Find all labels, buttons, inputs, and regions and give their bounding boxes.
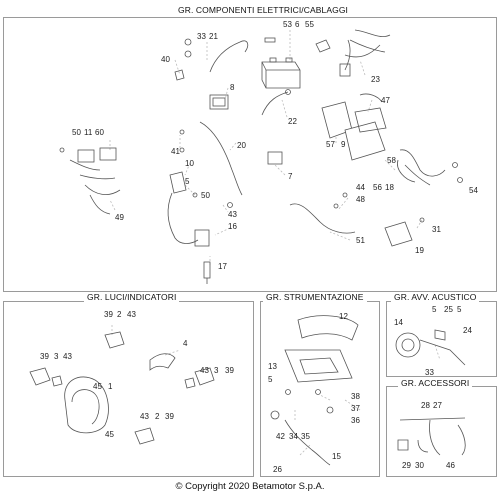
callout-55: 55 xyxy=(305,20,314,29)
title-lights: GR. LUCI/INDICATORI xyxy=(84,292,180,302)
callout-38: 38 xyxy=(351,392,360,401)
callout-56: 56 xyxy=(373,183,382,192)
callout-28: 28 xyxy=(421,401,430,410)
title-instruments: GR. STRUMENTAZIONE xyxy=(263,292,367,302)
callout-53: 53 xyxy=(283,20,292,29)
callout-50a: 50 xyxy=(72,128,81,137)
callout-27: 27 xyxy=(433,401,442,410)
callout-45b: 45 xyxy=(105,430,114,439)
callout-8: 8 xyxy=(230,83,235,92)
callout-46: 46 xyxy=(446,461,455,470)
callout-5a: 5 xyxy=(185,177,190,186)
callout-21: 21 xyxy=(209,32,218,41)
callout-5b: 5 xyxy=(432,305,437,314)
callout-39b: 39 xyxy=(40,352,49,361)
callout-45a: 45 xyxy=(93,382,102,391)
callout-4: 4 xyxy=(183,339,188,348)
callout-33b: 33 xyxy=(425,368,434,377)
callout-54: 54 xyxy=(469,186,478,195)
callout-51: 51 xyxy=(356,236,365,245)
callout-9: 9 xyxy=(341,140,346,149)
callout-2b: 2 xyxy=(155,412,160,421)
title-components: GR. COMPONENTI ELETTRICI/CABLAGGI xyxy=(175,5,352,15)
callout-23: 23 xyxy=(371,75,380,84)
callout-43a: 43 xyxy=(228,210,237,219)
callout-43c: 43 xyxy=(63,352,72,361)
callout-3b: 3 xyxy=(214,366,219,375)
panel-components xyxy=(3,17,497,292)
callout-58: 58 xyxy=(387,156,396,165)
callout-15: 15 xyxy=(332,452,341,461)
callout-29: 29 xyxy=(402,461,411,470)
callout-24: 24 xyxy=(463,326,472,335)
callout-47: 47 xyxy=(381,96,390,105)
callout-41: 41 xyxy=(171,147,180,156)
callout-33: 33 xyxy=(197,32,206,41)
title-horn: GR. AVV. ACUSTICO xyxy=(391,292,480,302)
callout-20: 20 xyxy=(237,141,246,150)
callout-48: 48 xyxy=(356,195,365,204)
callout-25: 25 xyxy=(444,305,453,314)
callout-10: 10 xyxy=(185,159,194,168)
callout-36: 36 xyxy=(351,416,360,425)
callout-30: 30 xyxy=(415,461,424,470)
callout-43b: 43 xyxy=(127,310,136,319)
callout-19: 19 xyxy=(415,246,424,255)
callout-6: 6 xyxy=(295,20,300,29)
callout-26: 26 xyxy=(273,465,282,474)
callout-60: 60 xyxy=(95,128,104,137)
callout-39d: 39 xyxy=(165,412,174,421)
callout-43e: 43 xyxy=(140,412,149,421)
callout-49: 49 xyxy=(115,213,124,222)
callout-35: 35 xyxy=(301,432,310,441)
callout-39a: 39 xyxy=(104,310,113,319)
copyright-notice: © Copyright 2020 Betamotor S.p.A. xyxy=(175,481,325,492)
callout-5c: 5 xyxy=(457,305,462,314)
callout-7: 7 xyxy=(288,172,293,181)
callout-1: 1 xyxy=(108,382,113,391)
callout-5d: 5 xyxy=(268,375,273,384)
callout-40: 40 xyxy=(161,55,170,64)
callout-31: 31 xyxy=(432,225,441,234)
callout-39c: 39 xyxy=(225,366,234,375)
callout-18: 18 xyxy=(385,183,394,192)
callout-22: 22 xyxy=(288,117,297,126)
callout-13: 13 xyxy=(268,362,277,371)
callout-14: 14 xyxy=(394,318,403,327)
callout-12: 12 xyxy=(339,312,348,321)
callout-43d: 43 xyxy=(200,366,209,375)
callout-34: 34 xyxy=(289,432,298,441)
callout-50b: 50 xyxy=(201,191,210,200)
callout-16: 16 xyxy=(228,222,237,231)
callout-3a: 3 xyxy=(54,352,59,361)
callout-2a: 2 xyxy=(117,310,122,319)
callout-11: 11 xyxy=(84,128,93,137)
callout-37: 37 xyxy=(351,404,360,413)
callout-44: 44 xyxy=(356,183,365,192)
title-accessories: GR. ACCESSORI xyxy=(398,378,473,388)
callout-42: 42 xyxy=(276,432,285,441)
callout-57: 57 xyxy=(326,140,335,149)
callout-17: 17 xyxy=(218,262,227,271)
